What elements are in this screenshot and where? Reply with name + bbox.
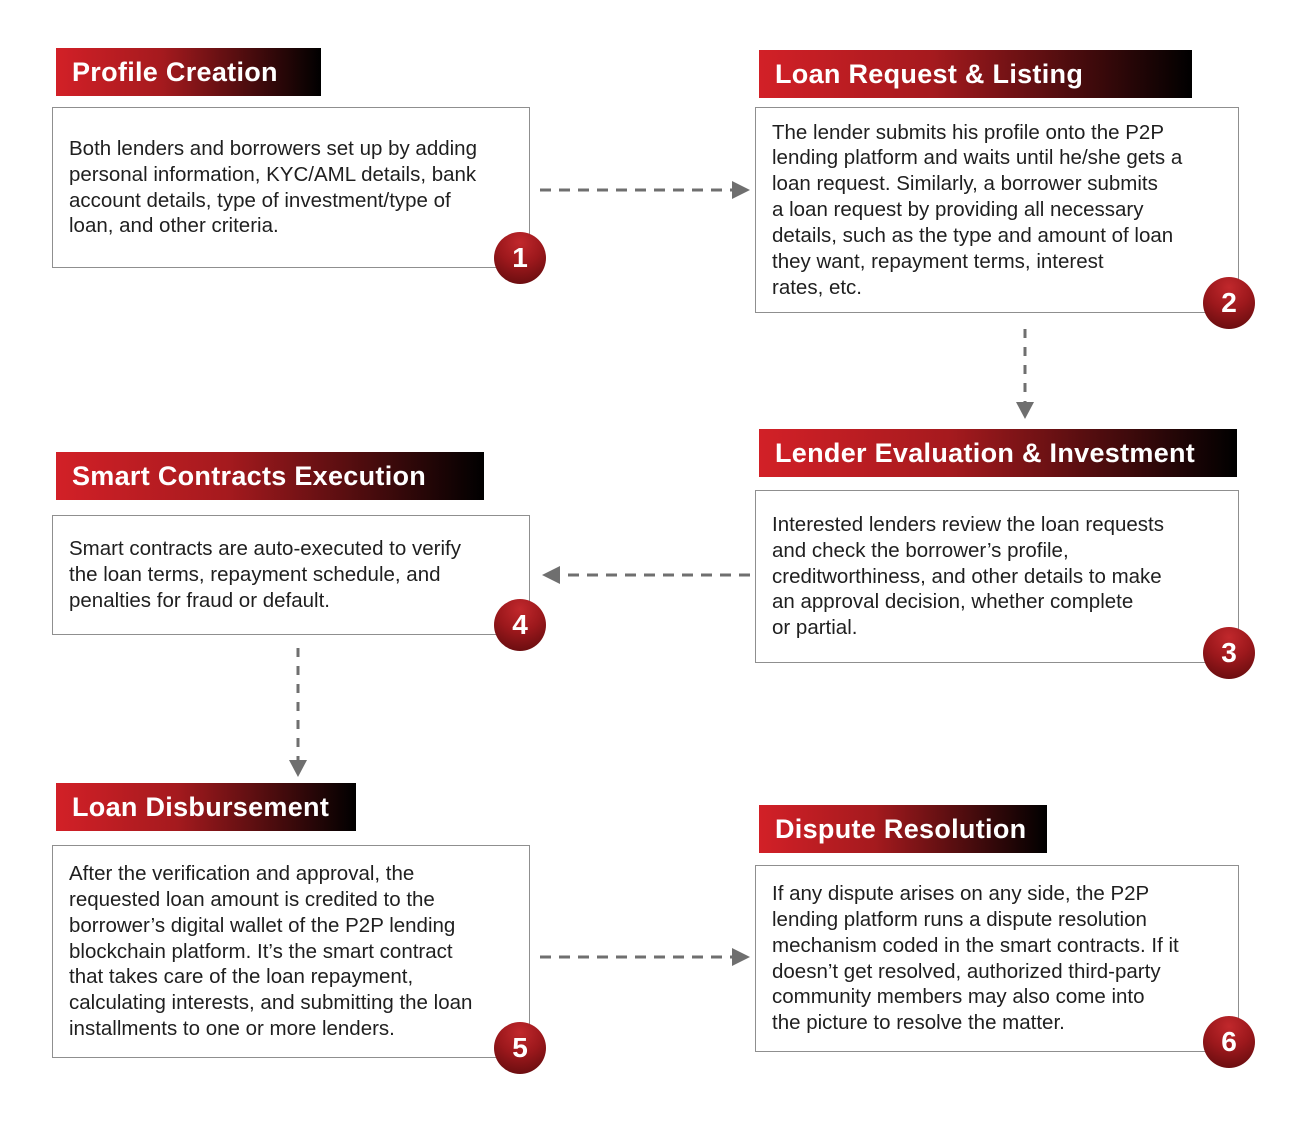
step-profile-creation: Profile Creation Both lenders and borrow… xyxy=(52,48,546,284)
step-number: 5 xyxy=(512,1032,528,1063)
step-title-bar: Loan Disbursement xyxy=(56,783,356,831)
step-loan-request-listing: Loan Request & Listing The lender submit… xyxy=(755,50,1255,329)
step-number: 4 xyxy=(512,609,528,640)
arrow-step4-to-step5 xyxy=(289,648,307,777)
step-description-box: After the verification and approval, the… xyxy=(52,845,530,1058)
step-description: Both lenders and borrowers set up by add… xyxy=(69,136,477,238)
step-lender-evaluation-investment: Lender Evaluation & Investment Intereste… xyxy=(755,429,1255,679)
step-dispute-resolution: Dispute Resolution If any dispute arises… xyxy=(755,805,1255,1068)
step-title: Loan Disbursement xyxy=(72,791,330,822)
arrow-step2-to-step3 xyxy=(1016,329,1034,419)
step-title-bar: Loan Request & Listing xyxy=(759,50,1192,98)
step-description-box: Interested lenders review the loan reque… xyxy=(755,490,1239,663)
step-title-bar: Dispute Resolution xyxy=(759,805,1047,853)
step-number-badge: 1 xyxy=(494,232,546,284)
step-title-bar: Lender Evaluation & Investment xyxy=(759,429,1237,477)
step-number: 6 xyxy=(1221,1026,1237,1057)
step-number: 3 xyxy=(1221,637,1237,668)
step-number: 2 xyxy=(1221,287,1237,318)
step-number-badge: 3 xyxy=(1203,627,1255,679)
step-number: 1 xyxy=(512,242,528,273)
step-title: Smart Contracts Execution xyxy=(72,460,427,491)
step-number-badge: 4 xyxy=(494,599,546,651)
step-description-box: Smart contracts are auto-executed to ver… xyxy=(52,515,530,635)
arrowhead-down-icon xyxy=(1016,402,1034,419)
arrowhead-right-icon xyxy=(732,181,750,199)
arrowhead-down-icon xyxy=(289,760,307,777)
step-number-badge: 2 xyxy=(1203,277,1255,329)
arrow-step1-to-step2 xyxy=(540,181,750,199)
arrowhead-right-icon xyxy=(732,948,750,966)
step-description-box: If any dispute arises on any side, the P… xyxy=(755,865,1239,1052)
step-description: The lender submits his profile onto the … xyxy=(772,120,1183,299)
arrowhead-left-icon xyxy=(542,566,560,584)
step-title: Loan Request & Listing xyxy=(775,58,1084,89)
step-description: After the verification and approval, the… xyxy=(69,862,473,1041)
arrow-step5-to-step6 xyxy=(540,948,750,966)
step-description-box: The lender submits his profile onto the … xyxy=(755,107,1239,313)
arrow-step3-to-step4 xyxy=(542,566,750,584)
step-description: Smart contracts are auto-executed to ver… xyxy=(69,537,461,612)
step-title: Dispute Resolution xyxy=(775,813,1027,844)
step-title: Lender Evaluation & Investment xyxy=(775,437,1196,468)
step-loan-disbursement: Loan Disbursement After the verification… xyxy=(52,783,546,1074)
step-description: Interested lenders review the loan reque… xyxy=(772,512,1165,640)
step-title-bar: Profile Creation xyxy=(56,48,321,96)
step-number-badge: 6 xyxy=(1203,1016,1255,1068)
step-description: If any dispute arises on any side, the P… xyxy=(772,882,1179,1035)
step-description-box: Both lenders and borrowers set up by add… xyxy=(52,107,530,268)
step-title: Profile Creation xyxy=(72,56,278,87)
step-number-badge: 5 xyxy=(494,1022,546,1074)
step-title-bar: Smart Contracts Execution xyxy=(56,452,484,500)
step-smart-contracts-execution: Smart Contracts Execution Smart contract… xyxy=(52,452,546,651)
